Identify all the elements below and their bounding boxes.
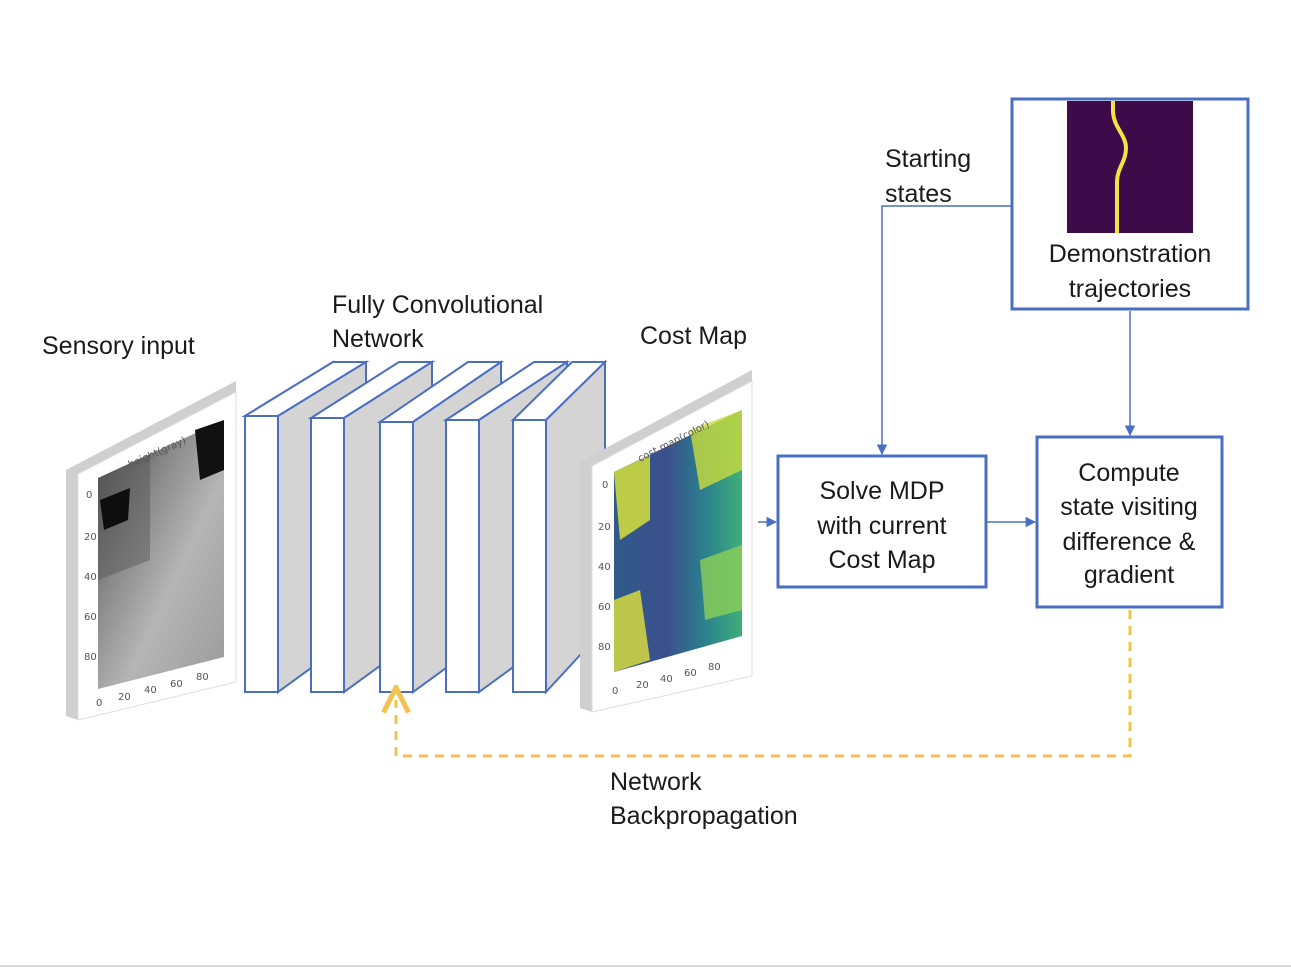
solve-mdp-line2: with current: [816, 512, 946, 540]
sensory-y-tick-0: 0: [86, 490, 92, 501]
sensory-y-tick-2: 40: [84, 572, 97, 583]
cost-y-tick-1: 20: [598, 522, 611, 533]
backprop-label-line1: Network: [610, 768, 702, 796]
cost-y-tick-2: 40: [598, 562, 611, 573]
sensory-input-label: Sensory input: [42, 332, 195, 360]
cost-y-tick-3: 60: [598, 602, 611, 613]
sensory-x-tick-1: 20: [118, 692, 131, 703]
compute-line1: Compute: [1078, 459, 1179, 487]
fcn-label-line2: Network: [332, 325, 424, 353]
sensory-y-tick-4: 80: [84, 652, 97, 663]
sensory-x-tick-3: 60: [170, 679, 183, 690]
compute-line3: difference &: [1063, 528, 1196, 556]
demo-line2: trajectories: [1069, 275, 1191, 303]
sensory-input-image: height(gray) 0 20 40 60 80 0 20 40 60 80: [66, 381, 237, 721]
sensory-y-tick-1: 20: [84, 532, 97, 543]
cost-x-tick-0: 0: [612, 686, 618, 697]
starting-states-arrow: [876, 205, 1012, 456]
compute-line2: state visiting: [1060, 493, 1198, 521]
starting-states-label-line2: states: [885, 180, 952, 208]
height-map-black-corner: [195, 420, 224, 480]
cost-x-tick-3: 60: [684, 668, 697, 679]
starting-states-label-line1: Starting: [885, 145, 971, 173]
solve-mdp-box: Solve MDP with current Cost Map: [776, 454, 988, 589]
backprop-label-line2: Backpropagation: [610, 802, 798, 830]
cost-map-image: cost map(color) 0 20 40 60 80 0 20 40 60…: [580, 370, 753, 713]
cost-y-tick-0: 0: [602, 480, 608, 491]
demo-line1: Demonstration: [1049, 240, 1212, 268]
sensory-x-tick-2: 40: [144, 685, 157, 696]
demo-trajectory-path: [1111, 101, 1129, 233]
fcn-label-line1: Fully Convolutional: [332, 291, 543, 319]
cost-map-label: Cost Map: [640, 322, 747, 350]
cost-map-mid-region: [700, 545, 742, 620]
solve-mdp-line3: Cost Map: [829, 546, 936, 574]
height-map-black-patch: [100, 488, 130, 530]
demo-trajectory-image: [1067, 101, 1193, 233]
cost-map-high-region-2: [690, 410, 742, 490]
sensory-x-tick-4: 80: [196, 672, 209, 683]
fcn-layers: [241, 359, 608, 695]
cost-y-tick-4: 80: [598, 642, 611, 653]
cost-x-tick-2: 40: [660, 674, 673, 685]
cost-x-tick-4: 80: [708, 662, 721, 673]
cost-map-high-region-1: [614, 455, 650, 540]
cost-map-high-region-3: [614, 590, 650, 672]
sensory-x-tick-0: 0: [96, 698, 102, 709]
solve-mdp-line1: Solve MDP: [819, 477, 944, 505]
cost-x-tick-1: 20: [636, 680, 649, 691]
demonstration-box: Demonstration trajectories: [1010, 97, 1250, 311]
compute-line4: gradient: [1084, 561, 1174, 589]
compute-gradient-box: Compute state visiting difference & grad…: [1035, 435, 1224, 609]
backprop-arrow: [396, 610, 1132, 758]
sensory-y-tick-3: 60: [84, 612, 97, 623]
